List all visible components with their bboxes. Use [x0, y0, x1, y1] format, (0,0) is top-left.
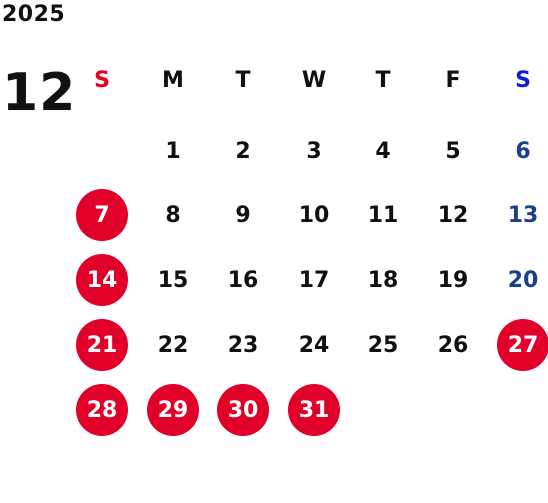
- day-cell-21: 21: [76, 319, 128, 371]
- weekday-header-thursday: T: [375, 68, 391, 93]
- day-cell-3: 3: [306, 138, 322, 164]
- day-cell-2: 2: [235, 138, 251, 164]
- day-cell-19: 19: [437, 267, 469, 293]
- weekday-header-monday: M: [162, 68, 184, 93]
- day-cell-30: 30: [217, 384, 269, 436]
- weekday-header-tuesday: T: [235, 68, 251, 93]
- day-cell-8: 8: [165, 202, 181, 228]
- day-cell-1: 1: [165, 138, 181, 164]
- day-cell-5: 5: [445, 138, 461, 164]
- day-cell-4: 4: [375, 138, 391, 164]
- day-cell-16: 16: [227, 267, 259, 293]
- weekday-header-friday: F: [445, 68, 461, 93]
- day-cell-12: 12: [437, 202, 469, 228]
- day-cell-22: 22: [157, 332, 189, 358]
- day-cell-23: 23: [227, 332, 259, 358]
- weekday-header-wednesday: W: [301, 68, 327, 93]
- year-label: 2025: [2, 2, 66, 27]
- day-cell-20: 20: [507, 267, 539, 293]
- day-cell-27: 27: [497, 319, 548, 371]
- day-cell-18: 18: [367, 267, 399, 293]
- day-cell-13: 13: [507, 202, 539, 228]
- day-cell-11: 11: [367, 202, 399, 228]
- day-cell-31: 31: [288, 384, 340, 436]
- day-cell-24: 24: [298, 332, 330, 358]
- weekday-header-saturday: S: [515, 68, 531, 93]
- day-cell-29: 29: [147, 384, 199, 436]
- weekday-header-sunday: S: [94, 68, 110, 93]
- day-cell-25: 25: [367, 332, 399, 358]
- day-cell-15: 15: [157, 267, 189, 293]
- day-cell-28: 28: [76, 384, 128, 436]
- month-number: 12: [2, 63, 77, 123]
- day-cell-14: 14: [76, 254, 128, 306]
- day-cell-10: 10: [298, 202, 330, 228]
- day-cell-26: 26: [437, 332, 469, 358]
- day-cell-9: 9: [235, 202, 251, 228]
- day-cell-7: 7: [76, 189, 128, 241]
- day-cell-6: 6: [515, 138, 531, 164]
- day-cell-17: 17: [298, 267, 330, 293]
